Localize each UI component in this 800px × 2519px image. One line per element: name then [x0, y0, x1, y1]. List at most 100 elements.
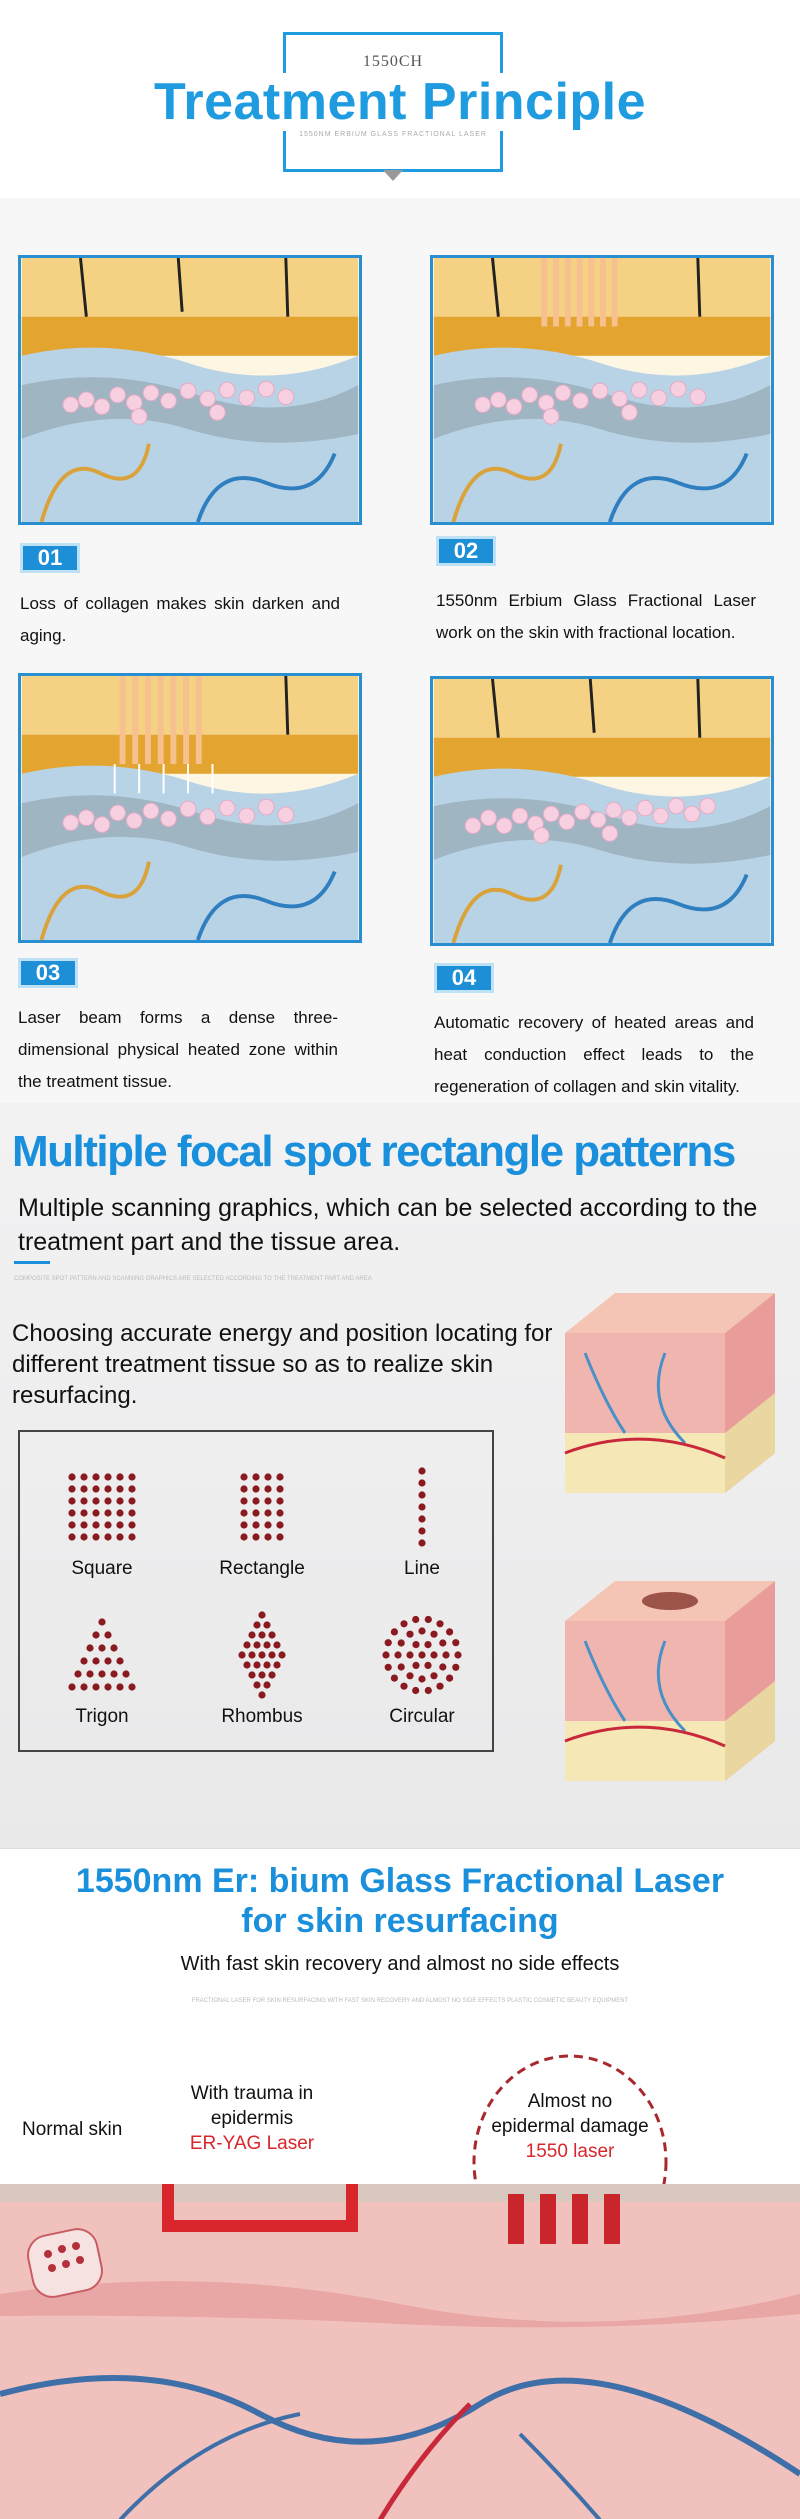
pattern-grid-box: Square Rectangle Line Trigon Rhombus Cir… — [18, 1430, 494, 1752]
square-dot — [116, 1473, 124, 1481]
trigon-dot — [92, 1657, 100, 1665]
step-4-image — [430, 676, 774, 946]
rhombus-dot — [258, 1611, 266, 1619]
trigon-dot — [86, 1644, 94, 1652]
heated-zone-illustration — [21, 676, 359, 940]
circular-dot — [418, 1627, 426, 1635]
pattern-circular-label: Circular — [389, 1706, 455, 1727]
rectangle-dot — [240, 1497, 248, 1505]
square-dot — [92, 1497, 100, 1505]
circular-dot — [412, 1661, 420, 1669]
square-dot — [92, 1473, 100, 1481]
circular-dot — [406, 1672, 414, 1680]
square-dot — [104, 1521, 112, 1529]
rectangle-dot — [252, 1533, 260, 1541]
step-3-image — [18, 673, 362, 943]
rhombus-dot — [263, 1641, 271, 1649]
rhombus-dot — [248, 1631, 256, 1639]
trigon-dot — [92, 1683, 100, 1691]
square-dot — [128, 1497, 136, 1505]
circular-dot — [397, 1639, 405, 1647]
trigon-dot — [68, 1683, 76, 1691]
circular-dot — [412, 1686, 420, 1695]
rhombus-dot — [278, 1651, 286, 1659]
square-dot — [104, 1509, 112, 1517]
square-dot — [68, 1485, 76, 1493]
rectangle-dot — [276, 1485, 284, 1493]
trigon-dot — [104, 1657, 112, 1665]
square-dot — [128, 1521, 136, 1529]
trigon-dot — [98, 1644, 106, 1652]
square-dot — [80, 1509, 88, 1517]
square-dot — [68, 1509, 76, 1517]
circular-dot — [452, 1663, 460, 1671]
circular-dot — [446, 1628, 454, 1636]
line-dot — [418, 1467, 426, 1475]
laser-fractional-illustration — [433, 258, 771, 522]
circular-dot — [382, 1651, 390, 1659]
compare-faint-text: FRACTIONAL LASER FOR SKIN RESURFACING WI… — [191, 1998, 629, 2004]
rhombus-dot — [253, 1661, 261, 1669]
rectangle-dot — [276, 1533, 284, 1541]
trigon-dot — [80, 1683, 88, 1691]
no-damage-label: Almost no epidermal damage 1550 laser — [470, 2089, 670, 2164]
trigon-dot — [80, 1657, 88, 1665]
circular-dot — [390, 1674, 398, 1682]
pattern-rectangle-dots — [240, 1473, 284, 1541]
rhombus-dot — [268, 1631, 276, 1639]
skin-cube-1-illustration — [564, 1293, 775, 1493]
square-dot — [104, 1485, 112, 1493]
line-dot — [418, 1539, 426, 1547]
rectangle-dot — [264, 1509, 272, 1517]
circular-dot — [436, 1682, 444, 1690]
step-2-image — [430, 255, 774, 525]
square-dot — [80, 1473, 88, 1481]
pattern-circular-dots — [382, 1615, 462, 1695]
trauma-label: With trauma in epidermis ER-YAG Laser — [172, 2081, 332, 2156]
circular-dot — [418, 1675, 426, 1683]
pattern-square: Square — [42, 1462, 162, 1580]
compare-title: 1550nm Er: bium Glass Fractional Laser f… — [75, 1862, 725, 1940]
patterns-choose-text: Choosing accurate energy and position lo… — [12, 1320, 553, 1409]
skin-cube-2-illustration — [564, 1581, 775, 1781]
rhombus-dot — [243, 1641, 251, 1649]
rectangle-dot — [240, 1485, 248, 1493]
square-dot — [104, 1533, 112, 1541]
rhombus-dot — [263, 1621, 271, 1629]
circular-dot — [412, 1641, 420, 1649]
pattern-trigon: Trigon — [42, 1610, 162, 1728]
steps-section: 01 Loss of collagen makes skin darken an… — [0, 198, 800, 1103]
patterns-section: Multiple focal spot rectangle patterns M… — [0, 1103, 800, 1848]
patterns-title: Multiple focal spot rectangle patterns — [12, 1127, 736, 1176]
rhombus-dot — [258, 1671, 266, 1679]
circular-dot — [430, 1651, 438, 1659]
step-4-badge: 04 — [434, 963, 494, 993]
rectangle-dot — [252, 1473, 260, 1481]
square-dot — [116, 1509, 124, 1517]
rhombus-dot — [263, 1661, 271, 1669]
square-dot — [92, 1485, 100, 1493]
line-dot — [418, 1503, 426, 1511]
circular-dot — [430, 1630, 438, 1638]
trigon-dot — [98, 1618, 106, 1626]
pattern-circular: Circular — [362, 1610, 482, 1728]
trigon-dot — [92, 1631, 100, 1639]
step-1-badge: 01 — [20, 543, 80, 573]
circular-dot — [418, 1651, 426, 1659]
rectangle-dot — [276, 1521, 284, 1529]
square-dot — [68, 1473, 76, 1481]
circular-dot — [424, 1686, 432, 1695]
pattern-rhombus: Rhombus — [202, 1610, 322, 1728]
square-dot — [80, 1521, 88, 1529]
step-1-text: Loss of collagen makes skin darken and a… — [20, 594, 340, 645]
circular-dot — [452, 1639, 460, 1647]
rhombus-dot — [248, 1671, 256, 1679]
rectangle-dot — [252, 1509, 260, 1517]
patterns-faint-text: COMPOSITE SPOT PATTERN AND SCANNING GRAP… — [14, 1276, 372, 1282]
rhombus-dot — [268, 1671, 276, 1679]
rhombus-dot — [273, 1661, 281, 1669]
rhombus-dot — [238, 1651, 246, 1659]
trigon-dot — [128, 1683, 136, 1691]
square-dot — [116, 1533, 124, 1541]
square-dot — [128, 1533, 136, 1541]
